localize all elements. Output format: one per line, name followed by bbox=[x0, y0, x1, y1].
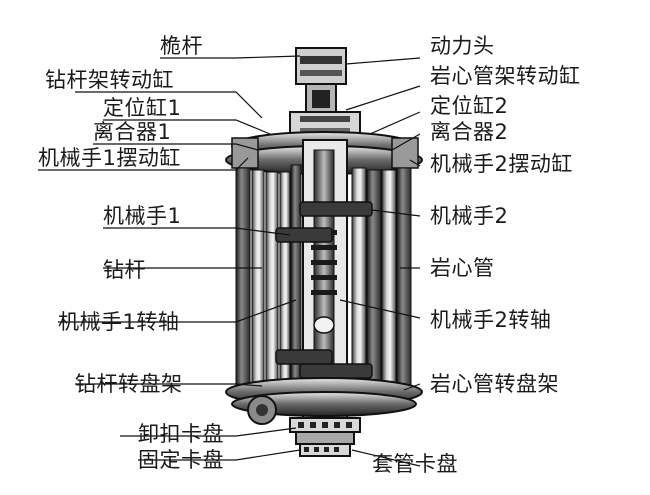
label-manipulator-1-pivot: 机械手1转轴 bbox=[58, 310, 180, 334]
label-manipulator-1: 机械手1 bbox=[103, 204, 182, 228]
label-core-tube-rack-rotary-cylinder: 岩心管架转动缸 bbox=[430, 64, 581, 88]
label-manipulator-1-swing-cylinder: 机械手1摆动缸 bbox=[38, 146, 181, 170]
label-clutch-2: 离合器2 bbox=[430, 120, 509, 144]
label-drill-rod: 钻杆 bbox=[103, 258, 146, 282]
label-breakout-chuck: 卸扣卡盘 bbox=[138, 422, 224, 446]
leader-lines-right bbox=[339, 57, 421, 467]
label-core-tube-turntable-frame: 岩心管转盘架 bbox=[430, 372, 559, 396]
label-manipulator-2: 机械手2 bbox=[430, 204, 509, 228]
label-manipulator-2-swing-cylinder: 机械手2摆动缸 bbox=[430, 152, 573, 176]
label-positioning-cylinder-1: 定位缸1 bbox=[103, 96, 182, 120]
mast bbox=[295, 47, 347, 115]
manipulator-arms bbox=[275, 201, 373, 379]
label-mast: 桅杆 bbox=[160, 34, 203, 58]
bottom-rings bbox=[225, 377, 423, 425]
label-fixed-chuck: 固定卡盘 bbox=[138, 448, 224, 472]
drill-rod-rack bbox=[235, 164, 302, 391]
label-positioning-cylinder-2: 定位缸2 bbox=[430, 94, 509, 118]
label-power-head: 动力头 bbox=[430, 34, 495, 58]
label-drill-rod-turntable-frame: 钻杆转盘架 bbox=[75, 372, 183, 396]
label-casing-chuck: 套管卡盘 bbox=[372, 452, 458, 476]
chucks bbox=[289, 417, 361, 457]
label-clutch-1: 离合器1 bbox=[93, 120, 172, 144]
label-drill-rod-rack-rotary-cylinder: 钻杆架转动缸 bbox=[45, 68, 174, 92]
label-manipulator-2-pivot: 机械手2转轴 bbox=[430, 308, 552, 332]
core-tube-rack bbox=[351, 167, 412, 389]
label-core-tube: 岩心管 bbox=[430, 256, 495, 280]
leader-lines-left bbox=[38, 55, 301, 461]
